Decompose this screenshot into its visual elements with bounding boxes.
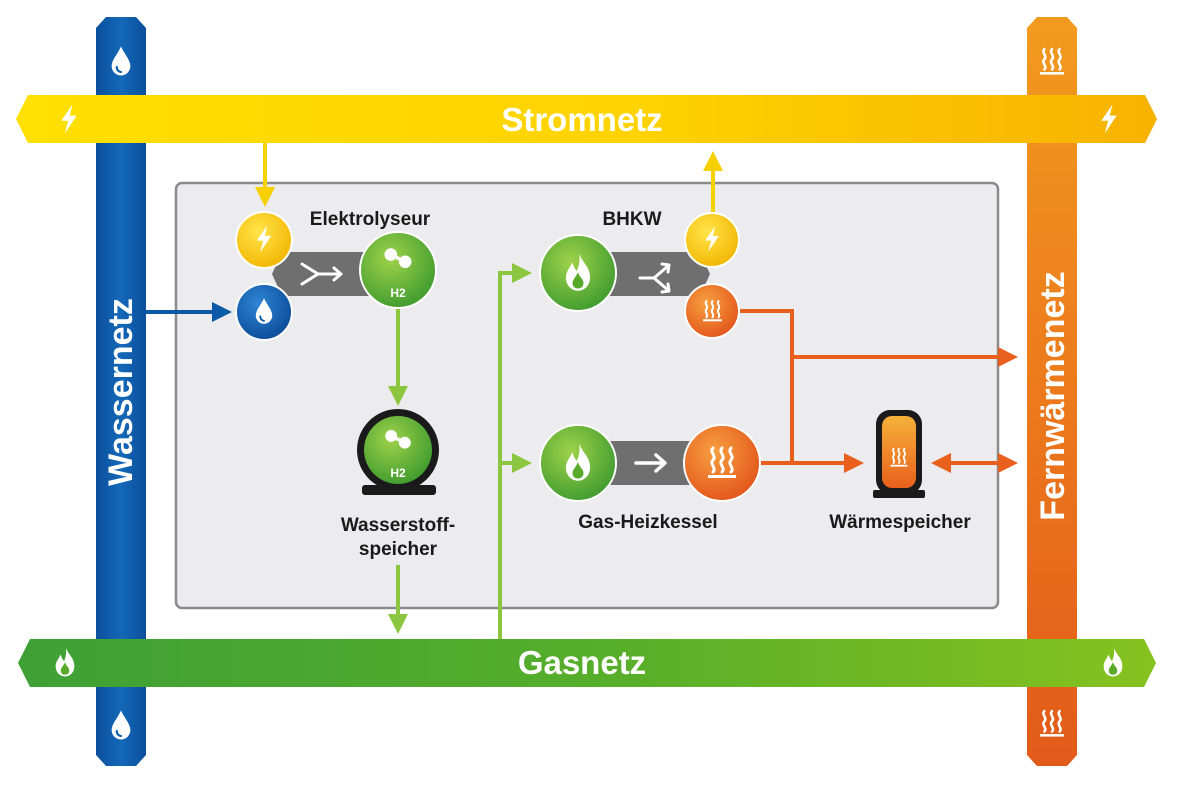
hydrogen-storage-badge: H2 — [390, 466, 406, 480]
power-network-bar: Stromnetz — [16, 95, 1157, 143]
flow-lines — [146, 143, 1018, 639]
right-arrow-icon — [634, 453, 667, 473]
heat-network-bar: Fernwärmenetz — [1027, 17, 1077, 766]
chp-label: BHKW — [602, 209, 661, 230]
hydrogen-storage-label-line1: Wasserstoff- — [341, 515, 455, 536]
heat-network-label: Fernwärmenetz — [1034, 271, 1072, 520]
hydrogen-storage-label-line2: speicher — [359, 539, 438, 560]
merge-arrow-icon — [300, 262, 343, 286]
heat-storage-label: Wärmespeicher — [829, 512, 971, 533]
hydrogen-storage-tank — [364, 416, 432, 484]
gas-network-label: Gasnetz — [518, 644, 646, 681]
chp-unit: BHKW — [539, 209, 740, 339]
heat-storage-unit: Wärmespeicher — [829, 410, 971, 533]
split-arrow-icon — [638, 262, 671, 294]
hydrogen-badge: H2 — [390, 286, 406, 300]
electrolyzer-hydrogen-output — [359, 231, 437, 309]
chp-connector — [600, 252, 710, 296]
gas-boiler-unit: Gas-Heizkessel — [539, 424, 761, 533]
water-network-bar: Wassernetz — [96, 17, 146, 766]
chp-heat-line — [740, 309, 794, 463]
electrolyzer-label: Elektrolyseur — [310, 209, 431, 230]
power-network-label: Stromnetz — [501, 101, 662, 138]
gas-boiler-label: Gas-Heizkessel — [578, 512, 717, 533]
electrolyzer-unit: H2 Elektrolyseur — [235, 209, 437, 341]
water-network-label: Wassernetz — [102, 298, 140, 486]
gas-network-bar: Gasnetz — [18, 639, 1156, 687]
hydrogen-storage-unit: H2 Wasserstoff- speicher — [341, 409, 455, 560]
gas-to-chp-arrow — [498, 263, 532, 639]
